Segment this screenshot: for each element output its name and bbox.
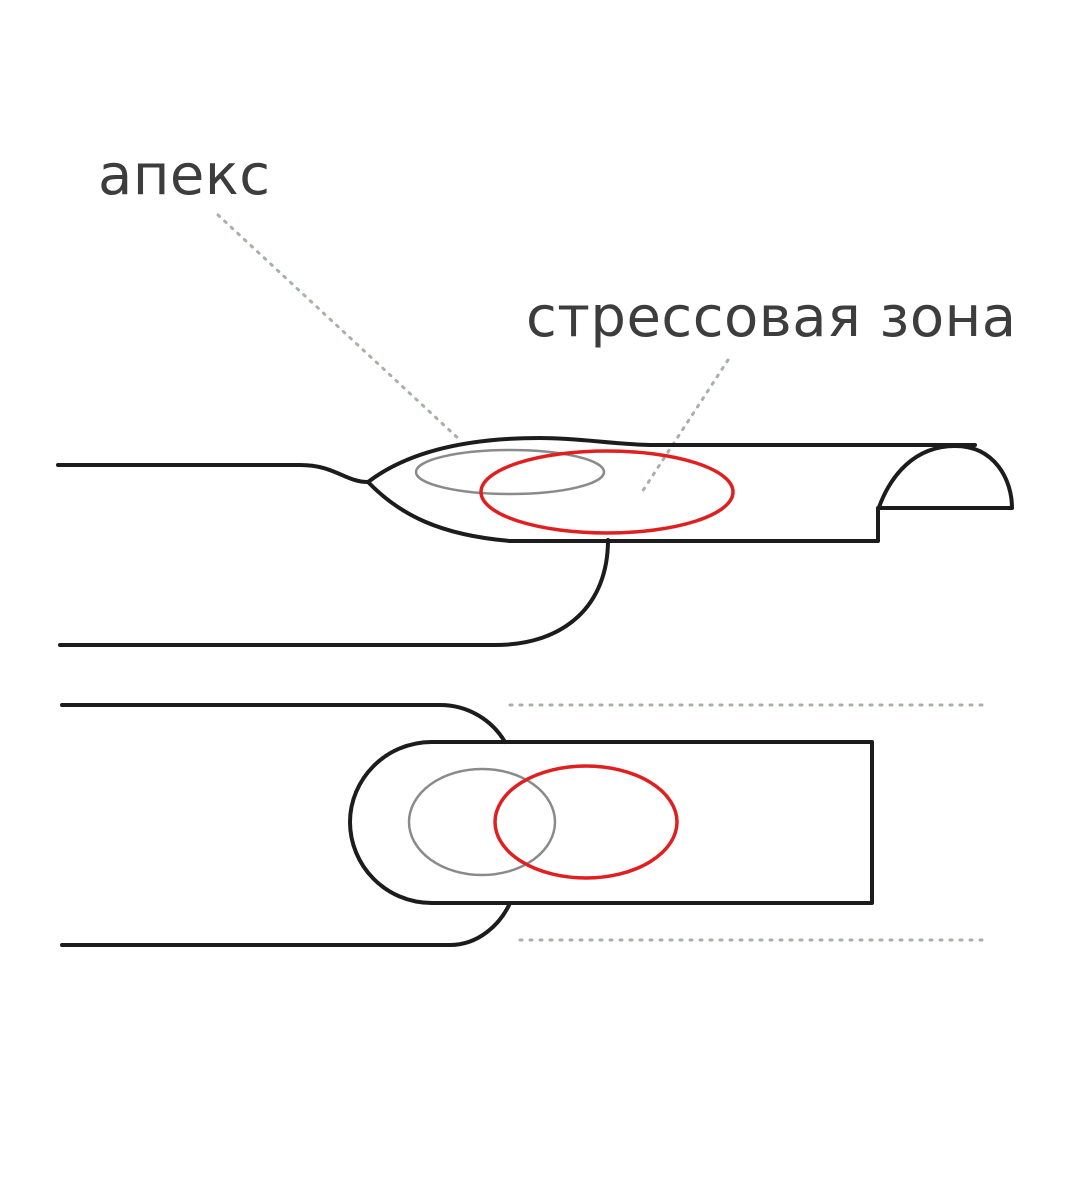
stress-zone-leader-line: [638, 358, 730, 497]
side-stress-zone-marker: [479, 449, 735, 535]
side-nail-lower-outline: [366, 480, 880, 543]
top-finger-lower-outline: [60, 901, 512, 947]
side-nail-c-curve-outline: [876, 444, 1014, 512]
side-finger-top-outline: [56, 463, 370, 484]
top-apex-marker: [407, 767, 557, 877]
apex-leader-line: [216, 213, 462, 442]
stress-zone-label: стрессовая зона: [526, 285, 1017, 350]
side-finger-bottom-outline: [58, 538, 610, 647]
side-apex-marker: [414, 448, 606, 496]
top-finger-upper-outline: [60, 703, 507, 744]
apex-label: апекс: [98, 143, 271, 208]
side-nail-upper-outline: [366, 435, 977, 484]
top-nail-outline: [348, 740, 874, 905]
top-view: [60, 703, 987, 947]
top-stress-zone-marker: [493, 764, 679, 880]
side-view: [56, 435, 1014, 647]
